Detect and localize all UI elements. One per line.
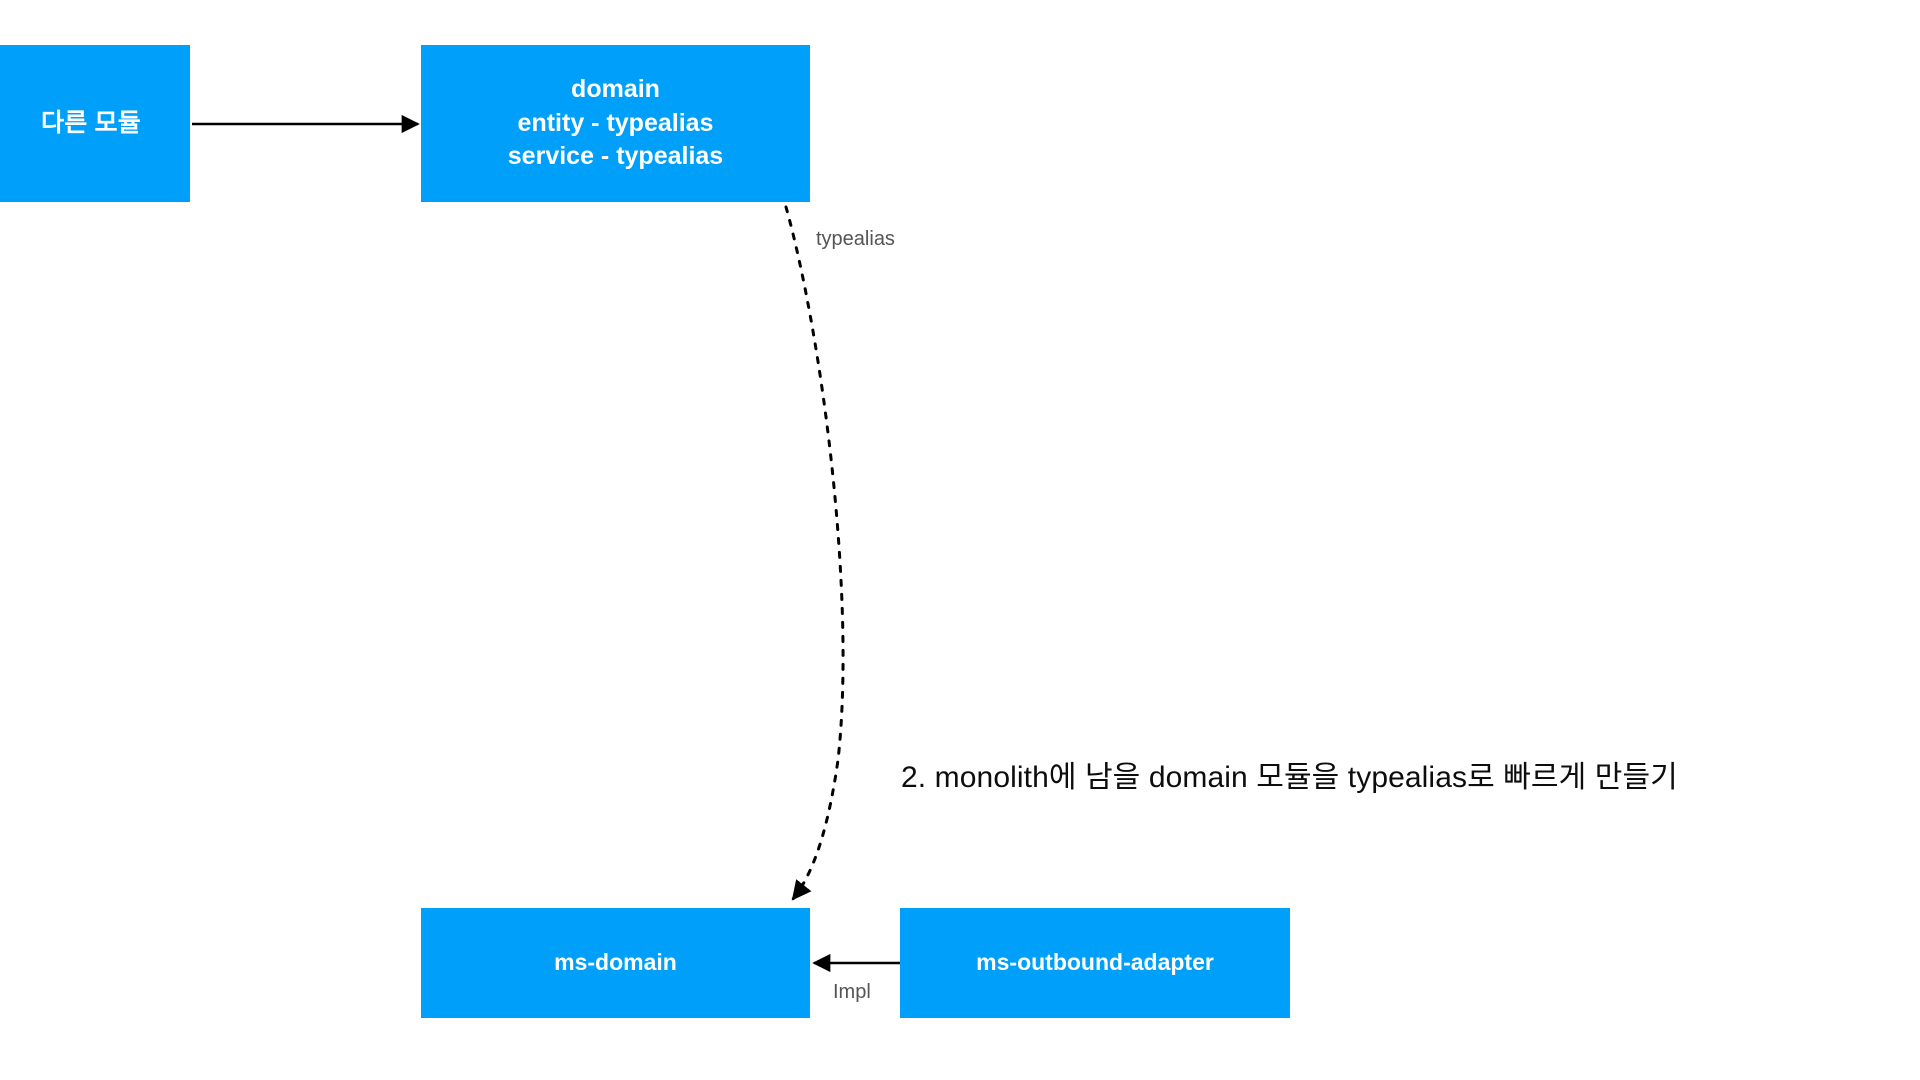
node-domain-line-3: service - typealias (507, 142, 724, 171)
node-domain[interactable]: domain entity - typealias service - type… (421, 45, 810, 202)
node-other-module[interactable]: 다른 모듈 (0, 45, 190, 202)
step-caption: 2. monolith에 남을 domain 모듈을 typealias로 빠르… (901, 761, 1678, 794)
node-other-module-line-1: 다른 모듈 (41, 108, 141, 137)
edge-label-impl: Impl (833, 981, 871, 1003)
node-domain-line-1: domain (571, 74, 660, 103)
node-ms-outbound-adapter-line-1: ms-outbound-adapter (976, 949, 1214, 976)
node-ms-domain[interactable]: ms-domain (421, 908, 810, 1018)
edge-domain-to-ms-domain (784, 205, 845, 901)
node-ms-outbound-adapter[interactable]: ms-outbound-adapter (900, 908, 1290, 1018)
edge-label-typealias: typealias (816, 228, 895, 250)
node-ms-domain-line-1: ms-domain (554, 949, 677, 976)
node-domain-line-2: entity - typealias (517, 108, 714, 137)
